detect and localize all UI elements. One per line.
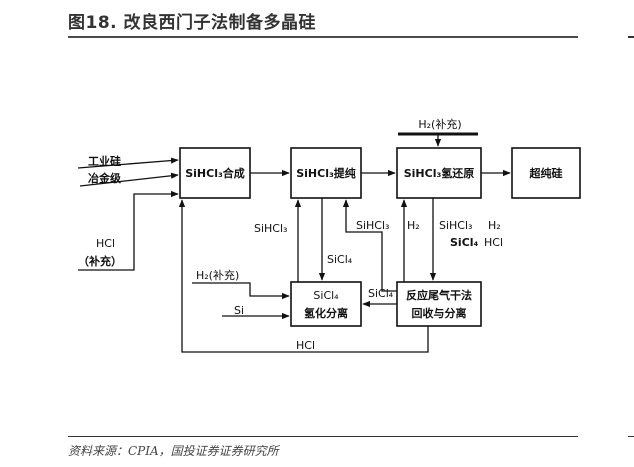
hcl-input-line — [78, 190, 179, 271]
recovery-label-2: 回收与分离 — [412, 306, 467, 320]
right-edge-mark-bottom — [628, 436, 634, 437]
title-rule — [68, 36, 578, 38]
flow-sihcl3-left: SiHCl₃ — [254, 222, 287, 235]
input-silicon-label-2: 冶金级 — [88, 171, 122, 185]
input-hcl-label-2: （补充） — [78, 254, 122, 268]
input-h2-left-label: H₂(补充) — [196, 268, 239, 282]
flow-h2-mid: H₂ — [407, 219, 420, 232]
flow-sihcl3-right: SiHCl₃ — [439, 219, 472, 232]
flow-hcl-bottom: HCl — [296, 339, 315, 352]
source-note: 资料来源：CPIA，国投证券证券研究所 — [68, 444, 279, 458]
reduction-box — [396, 147, 482, 199]
hydrogenation-label-1: SiCl₄ — [313, 289, 339, 302]
flow-h2-right: H₂ — [488, 219, 501, 232]
recovery-label-1: 反应尾气干法 — [406, 288, 472, 302]
ultrapure-box — [511, 147, 581, 199]
hydrogenation-box — [290, 281, 362, 327]
silicon-arrow-2 — [79, 172, 179, 187]
input-si-label: Si — [234, 304, 244, 317]
synthesis-label: SiHCl₃合成 — [185, 166, 245, 180]
flow-sicl4-bottom: SiCl₄ — [368, 287, 394, 300]
purification-box — [290, 147, 362, 199]
hydrogenation-label-2: 氢化分离 — [304, 306, 348, 320]
purification-label: SiHCl₃提纯 — [296, 166, 356, 180]
silicon-arrow-1 — [77, 157, 179, 169]
flow-sihcl3-mid: SiHCl₃ — [356, 219, 389, 232]
figure-title: 图18. 改良西门子法制备多晶硅 — [68, 13, 317, 33]
flow-hcl-right: HCl — [484, 236, 503, 249]
flow-sicl4-right: SiCl₄ — [450, 236, 479, 249]
flow-sicl4-mid: SiCl₄ — [327, 253, 353, 266]
hcl-recycle-line — [178, 199, 429, 353]
recovery-to-purification-line — [342, 199, 397, 292]
footer-rule — [68, 436, 578, 437]
h2-left-line — [192, 282, 290, 300]
h2-top-label: H₂(补充) — [418, 117, 461, 131]
reduction-label: SiHCl₃氢还原 — [404, 166, 475, 180]
right-edge-mark — [628, 36, 634, 38]
input-hcl-label-1: HCl — [96, 237, 115, 250]
recovery-box — [396, 281, 482, 327]
ultrapure-label: 超纯硅 — [529, 166, 563, 180]
input-silicon-label-1: 工业硅 — [88, 154, 121, 168]
